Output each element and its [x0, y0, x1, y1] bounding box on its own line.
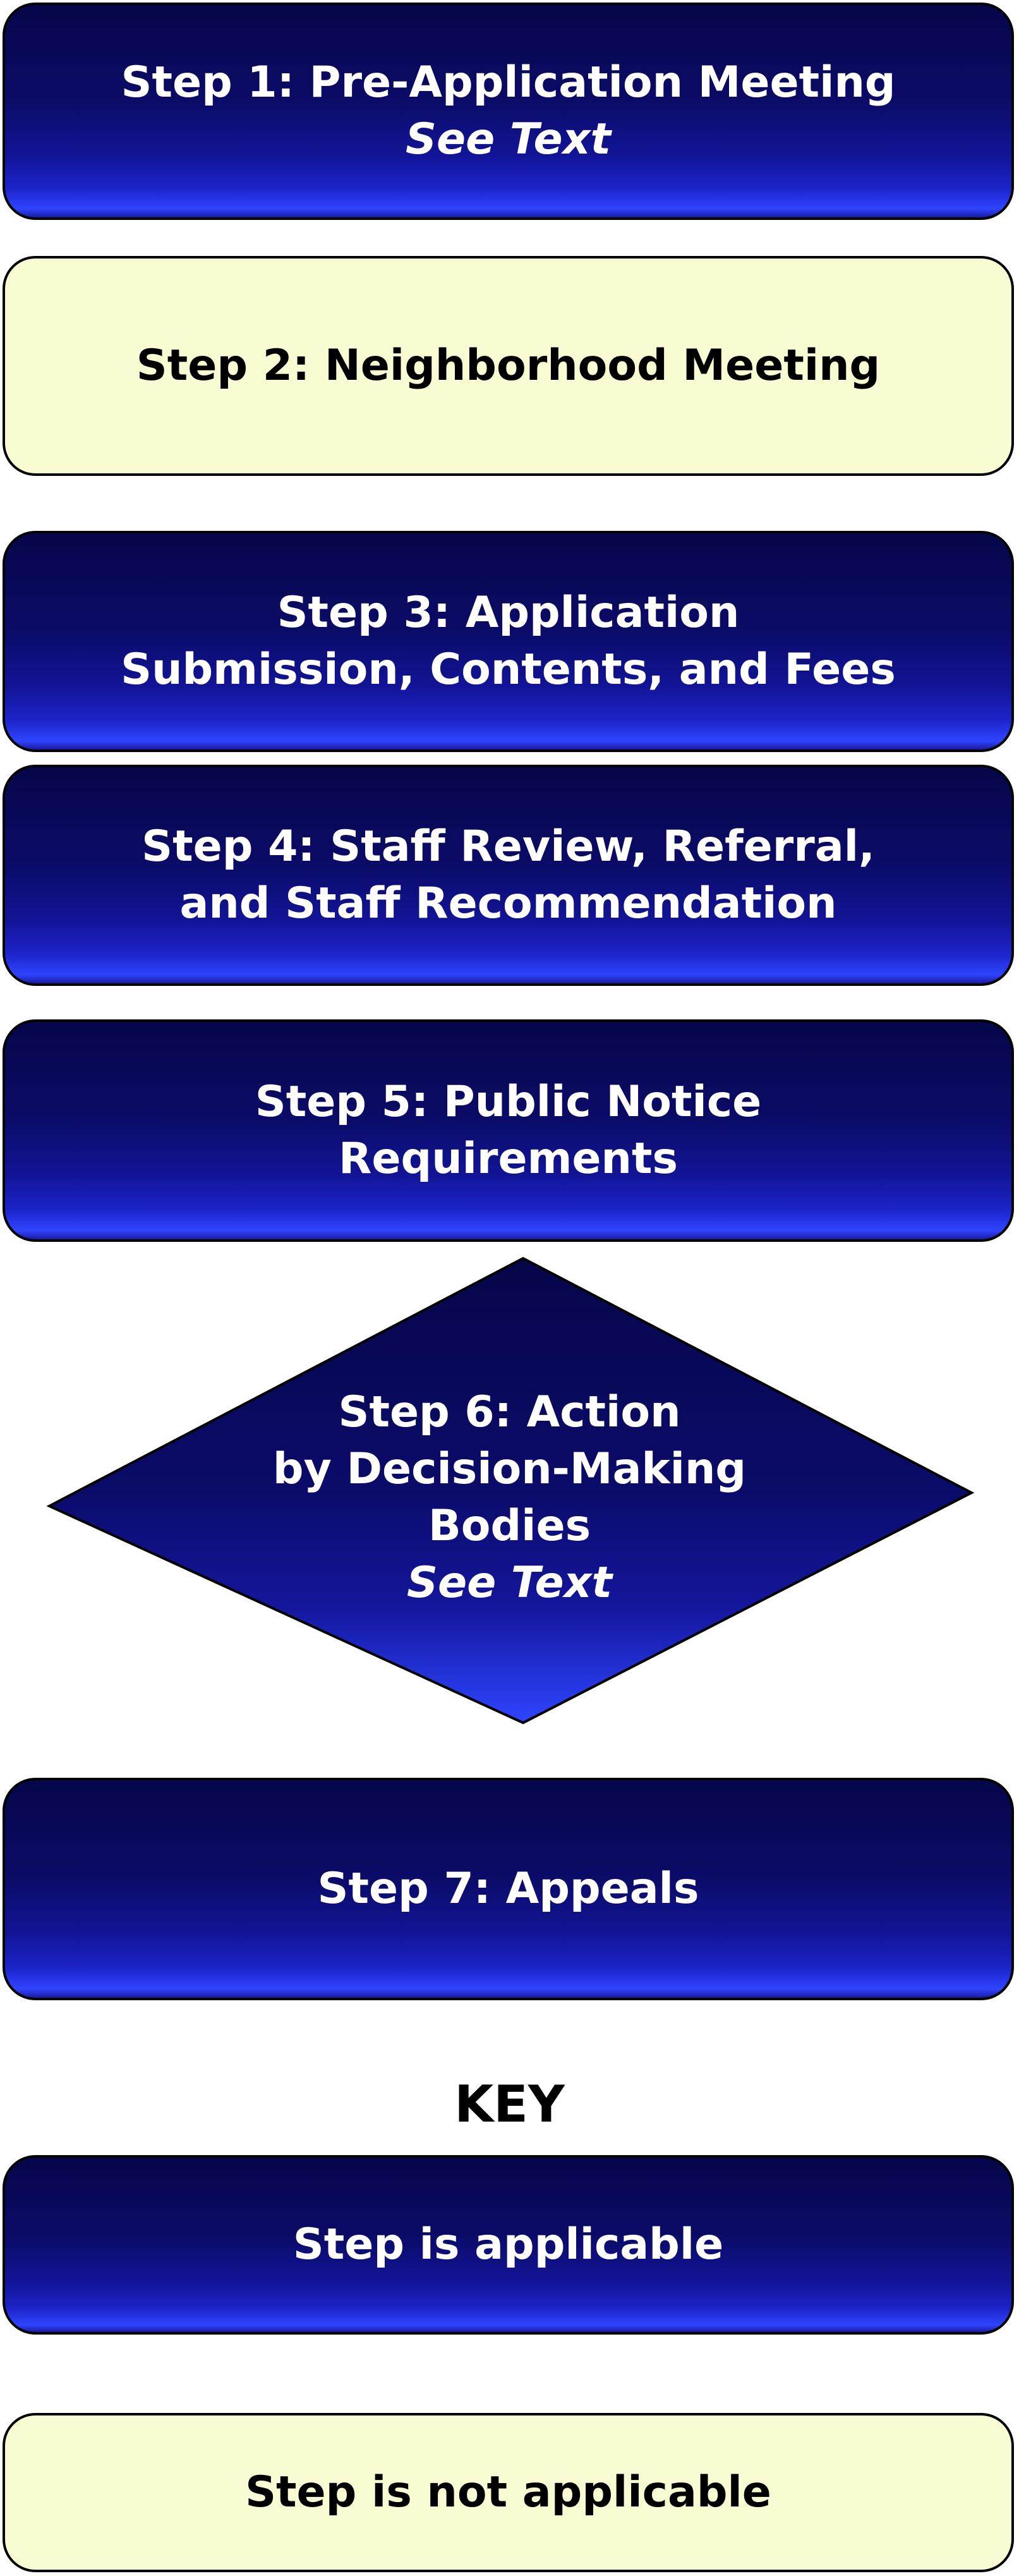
step-6-title-line-1: Step 6: Action [338, 1387, 681, 1437]
step-3-title-line-1: Step 3: Application [277, 588, 740, 638]
step-3-box: Step 3: Application Submission, Contents… [3, 531, 1014, 752]
step-7-title: Step 7: Appeals [317, 1864, 699, 1914]
step-6-title-line-3: Bodies [428, 1501, 591, 1551]
step-3-title-line-2: Submission, Contents, and Fees [121, 645, 896, 695]
step-4-box: Step 4: Staff Review, Referral, and Staf… [3, 765, 1014, 986]
key-applicable-box: Step is applicable [3, 2155, 1014, 2335]
step-5-box: Step 5: Public Notice Requirements [3, 1019, 1014, 1242]
step-6-title-line-2: by Decision-Making [272, 1444, 747, 1494]
key-title: KEY [454, 2075, 565, 2134]
step-6-text: Step 6: Action by Decision-Making Bodies… [0, 1384, 1019, 1612]
step-1-box: Step 1: Pre-Application Meeting See Text [3, 3, 1014, 220]
step-7-box: Step 7: Appeals [3, 1778, 1014, 2000]
step-1-title: Step 1: Pre-Application Meeting [121, 58, 896, 107]
step-4-title-line-1: Step 4: Staff Review, Referral, [142, 822, 875, 872]
step-6-diamond-shape [46, 1256, 975, 1725]
key-not-applicable-label: Step is not applicable [245, 2467, 771, 2517]
key-not-applicable-box: Step is not applicable [3, 2413, 1014, 2572]
step-4-title-line-2: and Staff Recommendation [179, 878, 837, 928]
step-1-note: See Text [406, 114, 611, 164]
step-6-diamond: Step 6: Action by Decision-Making Bodies… [0, 1255, 1019, 1725]
step-2-box: Step 2: Neighborhood Meeting [3, 256, 1014, 476]
key-applicable-label: Step is applicable [292, 2220, 724, 2269]
step-6-note: See Text [407, 1558, 612, 1608]
step-2-title: Step 2: Neighborhood Meeting [136, 341, 881, 391]
step-5-title-line-1: Step 5: Public Notice [255, 1077, 762, 1127]
step-5-title-line-2: Requirements [339, 1134, 678, 1184]
